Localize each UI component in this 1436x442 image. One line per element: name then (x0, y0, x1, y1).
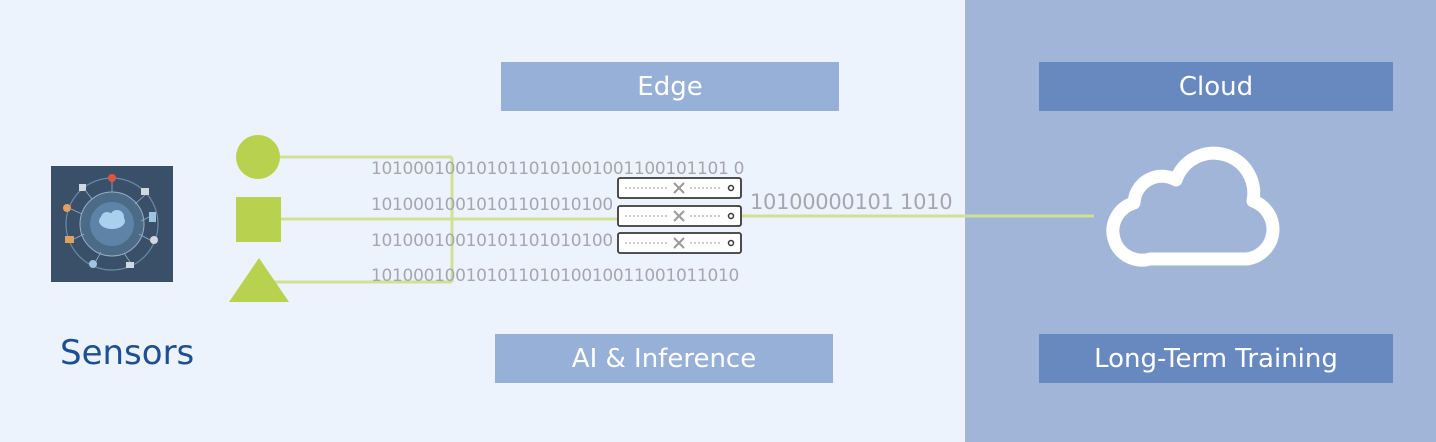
binary-stream: 10100010010101101010100 (371, 231, 613, 251)
cloud-label: Cloud (1039, 62, 1393, 111)
sensor-circle-icon (236, 135, 280, 179)
long-term-training-label: Long-Term Training (1039, 334, 1393, 383)
cloud-icon (1106, 146, 1280, 267)
binary-stream: 10100010010101101010100 (371, 195, 613, 215)
sensor-square-icon (236, 197, 281, 242)
sensor-triangle-icon (229, 258, 289, 302)
sensor-network-icon (51, 166, 173, 282)
edge-label: Edge (501, 62, 839, 111)
binary-output-stream: 10100000101 1010 (750, 190, 953, 214)
sensors-label: Sensors (60, 333, 195, 373)
binary-stream: 1010001001010110101001001100101101 0 (371, 159, 745, 179)
edge-server-icon (617, 177, 742, 254)
binary-stream: 10100010010101101010010011001011010 (371, 266, 740, 286)
ai-inference-label: AI & Inference (495, 334, 833, 383)
